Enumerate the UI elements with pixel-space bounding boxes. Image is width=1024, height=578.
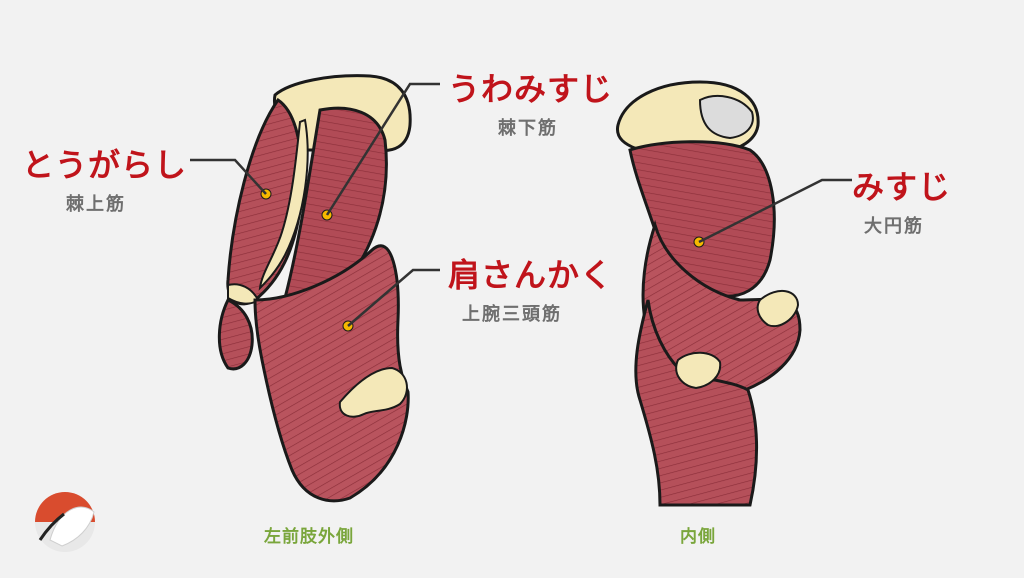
medial-fat-patch — [756, 290, 800, 328]
label-teres-major-cut: みすじ — [852, 168, 952, 206]
label-supraspinatus-muscle: 棘上筋 — [66, 194, 126, 215]
leader-teres-major — [698, 178, 852, 244]
label-infraspinatus-cut: うわみすじ — [448, 70, 614, 108]
label-supraspinatus-cut: とうがらし — [22, 146, 188, 184]
caption-medial-view: 内側 — [680, 527, 716, 547]
triceps-muscle — [253, 244, 410, 503]
medial-cartilage — [698, 95, 754, 140]
leader-supraspinatus — [190, 158, 267, 195]
upper-arm-bulge — [217, 298, 254, 371]
label-triceps-cut: 肩さんかく — [448, 256, 614, 294]
label-triceps-muscle: 上腕三頭筋 — [462, 304, 562, 325]
leader-triceps — [347, 268, 440, 327]
leader-infraspinatus — [325, 82, 440, 216]
bird-logo-icon — [35, 492, 95, 552]
scapular-spine-fat — [258, 118, 309, 291]
leader-lines — [190, 82, 852, 327]
lateral-forelimb-illustration — [217, 74, 412, 503]
caption-lateral-view: 左前肢外側 — [264, 527, 354, 547]
label-teres-major-muscle: 大円筋 — [864, 216, 924, 237]
elbow-fat — [338, 366, 408, 418]
medial-forelimb-illustration — [615, 80, 802, 507]
medial-elbow-fat — [675, 351, 722, 390]
label-infraspinatus-muscle: 棘下筋 — [498, 118, 558, 139]
